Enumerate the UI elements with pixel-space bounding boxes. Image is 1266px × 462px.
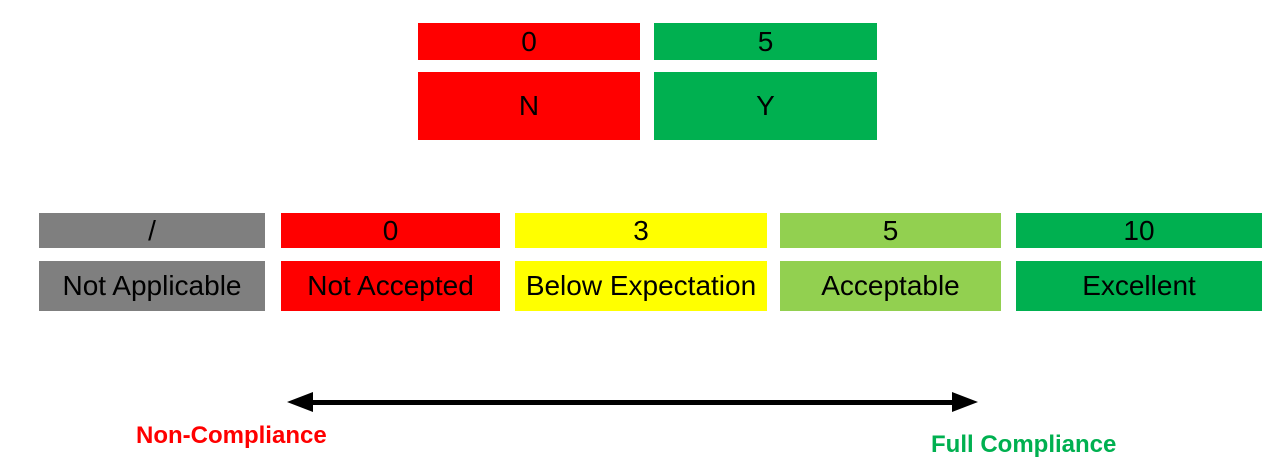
rating-meaning-cell-not-accepted: Not Accepted xyxy=(281,261,500,311)
compliance-arrow xyxy=(287,392,978,412)
arrow-right-tip-icon xyxy=(952,392,978,412)
rating-meaning-cell-excellent: Excellent xyxy=(1016,261,1262,311)
binary-score-cell-no: 0 xyxy=(418,23,640,60)
rating-score-cell-na: / xyxy=(39,213,265,248)
binary-answer-cell-y: Y xyxy=(654,72,877,140)
binary-score-cell-yes: 5 xyxy=(654,23,877,60)
binary-answer-cell-n: N xyxy=(418,72,640,140)
arrow-left-tip-icon xyxy=(287,392,313,412)
rating-score-cell-3: 3 xyxy=(515,213,767,248)
rating-score-cell-0: 0 xyxy=(281,213,500,248)
rating-score-cell-10: 10 xyxy=(1016,213,1262,248)
rating-meaning-cell-not-applicable: Not Applicable xyxy=(39,261,265,311)
non-compliance-label: Non-Compliance xyxy=(136,422,327,449)
rating-meaning-cell-below-expectation: Below Expectation xyxy=(515,261,767,311)
arrow-shaft xyxy=(307,400,958,405)
full-compliance-label: Full Compliance xyxy=(931,431,1117,458)
rating-score-cell-5: 5 xyxy=(780,213,1001,248)
rating-meaning-cell-acceptable: Acceptable xyxy=(780,261,1001,311)
